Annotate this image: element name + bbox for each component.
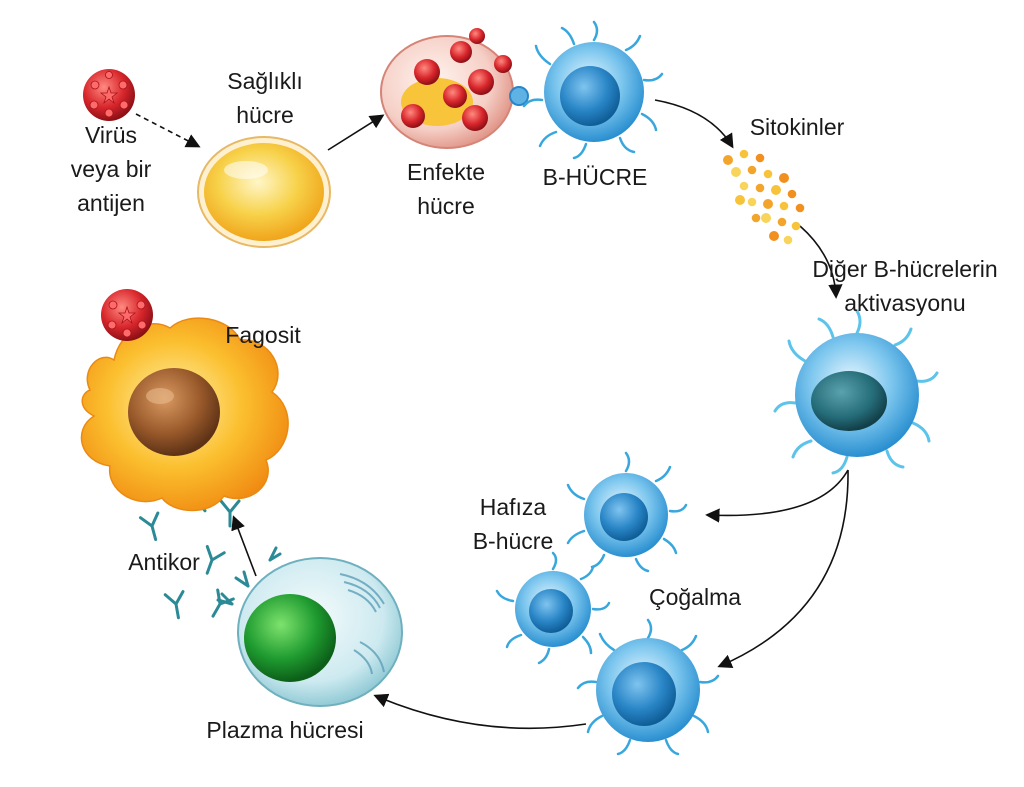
antibody-icon <box>211 588 235 618</box>
cytokine-particle <box>747 197 757 207</box>
cytokine-particle <box>779 201 789 211</box>
cytokine-particle <box>763 169 773 179</box>
cytokine-particle <box>751 213 761 223</box>
b-cell-label: B-HÜCRE <box>542 164 648 190</box>
arrow-proliferation-to-plasma <box>373 693 587 730</box>
activated-b-cell-icon <box>773 309 939 475</box>
cytokine-particle <box>783 235 793 245</box>
proliferation-label: Çoğalma <box>648 584 742 610</box>
cytokine-particle <box>777 217 787 227</box>
plasma-cell-label: Plazma hücresi <box>206 717 364 743</box>
captured-virus-icon <box>101 289 153 341</box>
antibody-icon <box>138 511 160 542</box>
antibody-icon <box>163 590 185 620</box>
virus-label: Virüs veya bir antijen <box>70 122 152 216</box>
phagocyte-label: Fagosit <box>225 322 301 348</box>
b-cell-icon <box>522 20 664 160</box>
cycle-arrows <box>135 99 849 730</box>
cytokines-icon <box>723 149 805 245</box>
cytokine-particle <box>787 189 797 199</box>
cytokine-particle <box>735 195 745 205</box>
arrow-cytokines-to-activation <box>799 225 843 299</box>
arrow-virus-to-healthy-cell <box>135 113 201 148</box>
cytokine-particle <box>723 155 733 165</box>
activation-label: Diğer B-hücrelerin aktivasyonu <box>812 256 998 316</box>
cytokine-particle <box>739 181 749 191</box>
infected-cell-icon <box>380 28 529 149</box>
cytokine-particle <box>739 149 749 159</box>
cytokine-particle <box>763 199 773 209</box>
healthy-cell-label: Sağlıklı hücre <box>227 68 303 128</box>
proliferating-b-cell-icon <box>576 618 720 756</box>
cytokine-particle <box>755 153 765 163</box>
arrow-plasma-to-antibody <box>231 515 257 577</box>
arrow-healthy-to-infected <box>327 114 385 151</box>
cytokine-particle <box>791 221 801 231</box>
cytokine-particle <box>761 213 771 223</box>
cytokine-particle <box>779 173 789 183</box>
arrow-bcell-to-cytokines <box>654 99 734 149</box>
memory-b-cell-icon <box>495 551 611 665</box>
plasma-cell-icon <box>216 546 403 707</box>
cytokine-particle <box>771 185 781 195</box>
cytokines-label: Sitokinler <box>749 114 845 140</box>
phagocyte-icon <box>80 317 289 512</box>
cytokine-particle <box>795 203 805 213</box>
arrow-activated-to-memory <box>705 469 849 523</box>
virus-icon <box>83 69 135 121</box>
arrow-activated-to-proliferation <box>717 469 849 669</box>
cytokine-particle <box>755 183 765 193</box>
antibody-icon <box>205 545 226 575</box>
memory-b-cell-icon <box>566 451 688 573</box>
infected-cell-label: Enfekte hücre <box>407 159 485 219</box>
healthy-cell-icon <box>197 136 331 248</box>
cytokine-particle <box>769 231 779 241</box>
antibody-label: Antikor <box>128 549 200 575</box>
cytokine-particle <box>731 167 741 177</box>
antibody-icon <box>219 499 241 528</box>
memory-b-cell-label: Hafıza B-hücre <box>472 494 554 554</box>
cytokine-particle <box>747 165 757 175</box>
